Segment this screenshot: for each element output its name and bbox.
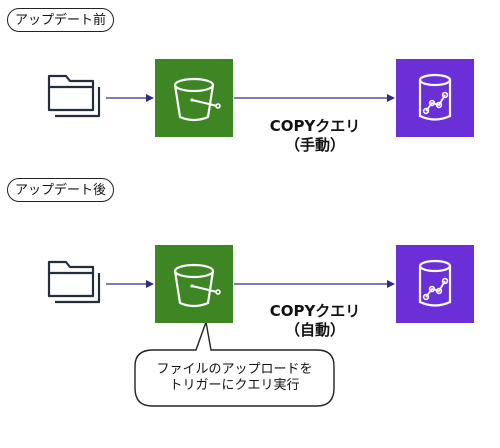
before-title-pill: アップデート前 [7, 8, 115, 32]
redshift-tile-before [396, 59, 474, 137]
folder-icon [47, 260, 101, 304]
before-query-label-block: COPYクエリ （手動） [240, 117, 390, 155]
before-mode-label: （手動） [284, 136, 345, 154]
callout-line-1: ファイルのアップロードを [156, 362, 313, 377]
callout-text: ファイルのアップロードを トリガーにクエリ実行 [135, 362, 334, 394]
folder-icon [47, 74, 101, 118]
callout-line-2: トリガーにクエリ実行 [169, 378, 300, 393]
after-title-pill: アップデート後 [7, 178, 115, 202]
redshift-icon [418, 259, 452, 307]
after-query-label-block: COPYクエリ （自動） [240, 302, 390, 340]
before-query-label: COPYクエリ [269, 117, 361, 135]
after-mode-label: （自動） [284, 321, 345, 339]
s3-bucket-icon [173, 263, 221, 308]
before-title: アップデート前 [15, 13, 107, 28]
s3-tile-before [155, 59, 233, 137]
s3-tile-after [155, 245, 233, 323]
after-title: アップデート後 [15, 183, 107, 198]
callout-bubble [134, 319, 335, 407]
after-query-label: COPYクエリ [269, 302, 361, 320]
redshift-icon [418, 73, 452, 121]
redshift-tile-after [396, 245, 474, 323]
s3-bucket-icon [173, 77, 221, 122]
